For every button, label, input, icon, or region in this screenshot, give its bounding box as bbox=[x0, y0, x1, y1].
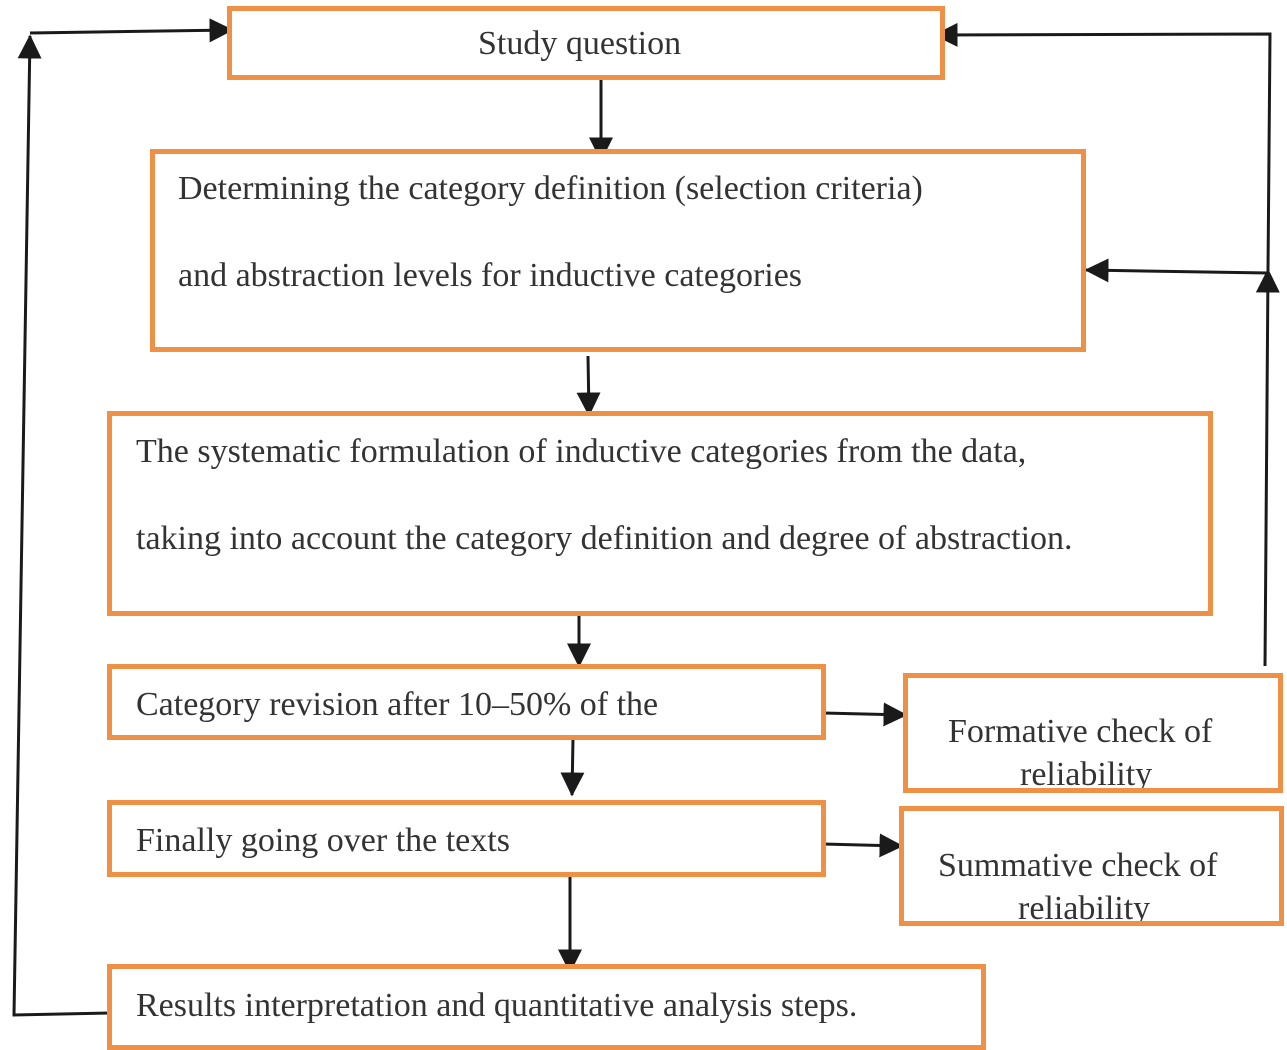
feedback-loop-right-lower bbox=[1255, 268, 1280, 667]
formative-check-box: Formative check of reliability bbox=[903, 673, 1283, 793]
study-question-box: Study question bbox=[227, 6, 945, 80]
feedback-loop-left bbox=[12, 34, 111, 1017]
arrow-definition-to-formulation bbox=[576, 355, 601, 417]
study-question-text: Study question bbox=[478, 25, 682, 62]
summative-check-line2: reliability bbox=[1018, 890, 1151, 926]
feedback-loop-right-upper bbox=[933, 22, 1272, 271]
formulation-box: The systematic formulation of inductive … bbox=[107, 411, 1213, 616]
summative-check-line1: Summative check of bbox=[938, 847, 1218, 884]
arrow-final-to-summative bbox=[822, 833, 904, 858]
final-pass-box: Finally going over the texts bbox=[107, 800, 826, 877]
category-definition-line2: and abstraction levels for inductive cat… bbox=[178, 257, 803, 294]
category-definition-box: Determining the category definition (sel… bbox=[150, 149, 1086, 352]
formulation-line2: taking into account the category definit… bbox=[136, 520, 1073, 557]
final-pass-text: Finally going over the texts bbox=[136, 822, 510, 859]
formative-check-line1: Formative check of bbox=[948, 713, 1213, 750]
results-box: Results interpretation and quantitative … bbox=[107, 964, 986, 1050]
category-revision-text: Category revision after 10–50% of the bbox=[136, 686, 659, 723]
summative-check-box: Summative check of reliability bbox=[899, 806, 1284, 926]
results-text: Results interpretation and quantitative … bbox=[136, 987, 858, 1024]
category-definition-line1: Determining the category definition (sel… bbox=[178, 170, 923, 207]
arrow-revision-to-formative bbox=[822, 702, 908, 727]
formative-check-line2: reliability bbox=[1020, 756, 1153, 793]
arrow-left-loop-to-question bbox=[29, 18, 234, 43]
formulation-line1: The systematic formulation of inductive … bbox=[136, 433, 1027, 470]
arrow-right-loop-to-definition bbox=[1084, 258, 1269, 283]
category-revision-box: Category revision after 10–50% of the bbox=[107, 664, 826, 740]
arrow-revision-to-final bbox=[560, 737, 585, 797]
